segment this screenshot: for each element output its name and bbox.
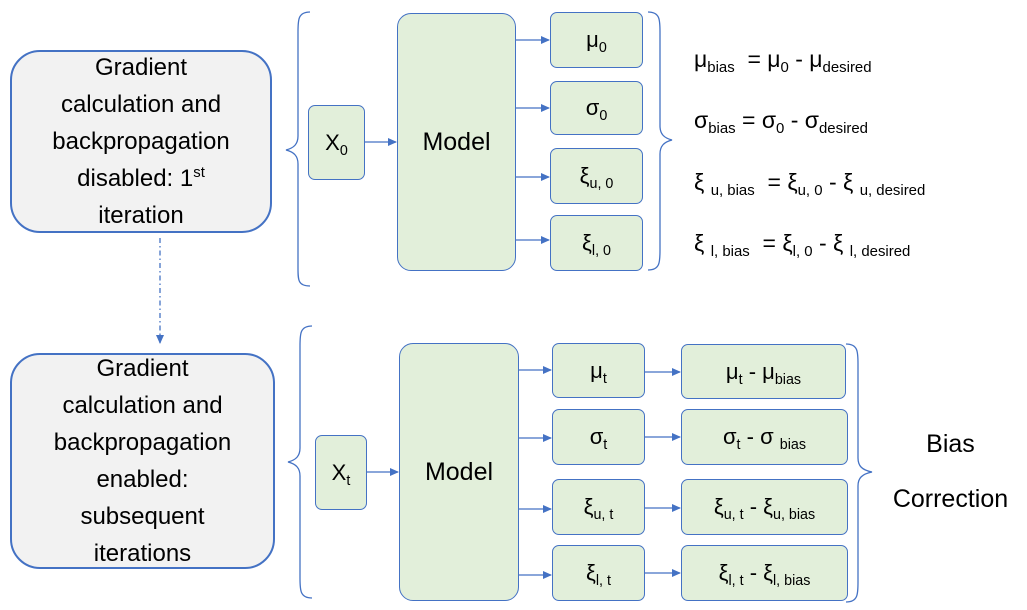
correction-box-xi-u: ξu, t - ξu, bias xyxy=(681,479,848,535)
output-mu0-label: μ0 xyxy=(586,27,607,56)
correction-xi-u-label: ξu, t - ξu, bias xyxy=(713,494,816,523)
bottom-right-brace xyxy=(845,343,873,603)
phase1-line-prefix: disabled: 1 xyxy=(77,165,194,192)
output-box-xi-u0: ξu, 0 xyxy=(550,148,643,204)
phase2-line: backpropagation xyxy=(53,429,232,456)
correction-box-sigma: σt - σ bias xyxy=(681,409,848,465)
phase2-line: iterations xyxy=(93,540,192,567)
input-xt-box: Xt xyxy=(315,435,367,510)
phase-box-first-iteration: Gradient calculation and backpropagation… xyxy=(10,50,272,233)
input-x0-label: X0 xyxy=(325,129,348,159)
output-box-mu0: μ0 xyxy=(550,12,643,68)
correction-mu-label: μt - μbias xyxy=(725,358,802,388)
phase1-line: calculation and xyxy=(60,91,222,118)
phase2-line: Gradient xyxy=(96,355,189,382)
output-sigma-t-label: σt xyxy=(589,424,608,453)
input-xt-label: Xt xyxy=(331,459,351,489)
output-box-sigma0: σ0 xyxy=(550,81,643,135)
equation-xi-l-bias: ξ l, bias = ξl, 0 - ξ l, desired xyxy=(694,230,911,261)
output-box-xi-ut: ξu, t xyxy=(552,479,645,535)
output-box-xi-lt: ξl, t xyxy=(552,545,645,601)
phase1-line-sup: st xyxy=(193,165,205,182)
output-box-xi-l0: ξl, 0 xyxy=(550,215,643,271)
bottom-left-brace xyxy=(287,325,313,599)
output-box-mu-t: μt xyxy=(552,343,645,398)
top-left-brace xyxy=(285,11,311,287)
output-box-sigma-t: σt xyxy=(552,409,645,465)
phase2-line: enabled: xyxy=(96,466,189,493)
phase1-line: disabled: 1st xyxy=(52,160,229,197)
phase-box-subsequent-iterations-text: Gradient calculation and backpropagation… xyxy=(54,350,231,572)
phase2-line: calculation and xyxy=(62,392,223,419)
phase-box-first-iteration-text: Gradient calculation and backpropagation… xyxy=(52,49,229,234)
correction-sigma-label: σt - σ bias xyxy=(722,424,807,453)
top-right-brace xyxy=(647,11,673,271)
correction-box-xi-l: ξl, t - ξl, bias xyxy=(681,545,848,601)
output-xi-u0-label: ξu, 0 xyxy=(579,163,614,192)
phase1-line: Gradient xyxy=(94,54,188,81)
equation-xi-u-bias: ξ u, bias = ξu, 0 - ξ u, desired xyxy=(694,169,926,200)
equation-mu-bias: μbias = μ0 - μdesired xyxy=(694,46,872,77)
phase1-line: iteration xyxy=(98,202,184,229)
model-box-bottom: Model xyxy=(399,343,519,601)
correction-box-mu: μt - μbias xyxy=(681,344,846,399)
output-sigma0-label: σ0 xyxy=(585,95,608,124)
output-mu-t-label: μt xyxy=(590,357,607,387)
equation-sigma-bias: σbias = σ0 - σdesired xyxy=(694,107,868,138)
bias-correction-line2: Correction xyxy=(892,485,1009,513)
phase1-line: backpropagation xyxy=(52,128,230,155)
phase-box-subsequent-iterations: Gradient calculation and backpropagation… xyxy=(10,353,275,569)
output-xi-lt-label: ξl, t xyxy=(586,560,611,589)
phase2-line: subsequent xyxy=(80,503,205,530)
correction-xi-l-label: ξl, t - ξl, bias xyxy=(718,560,811,589)
output-xi-ut-label: ξu, t xyxy=(583,494,614,523)
bias-correction-label: Bias Correction xyxy=(878,430,1023,514)
output-xi-l0-label: ξl, 0 xyxy=(582,230,611,259)
model-box-top: Model xyxy=(397,13,516,271)
input-x0-box: X0 xyxy=(308,105,365,180)
bias-correction-line1: Bias xyxy=(926,430,975,458)
